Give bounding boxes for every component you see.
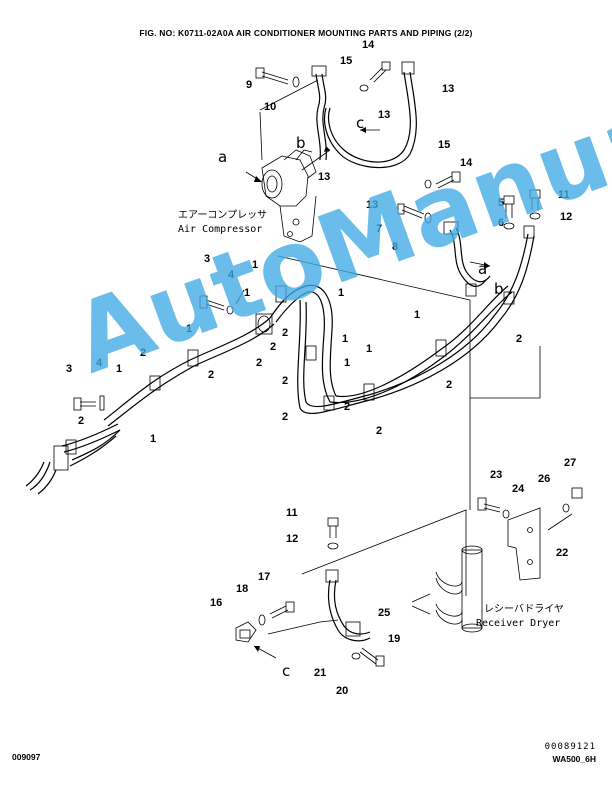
callout-3: 3 (204, 253, 210, 265)
callout-4: 4 (228, 269, 235, 281)
callout-1f: 1 (414, 309, 420, 321)
callout-3b: 3 (66, 363, 72, 375)
callout-2k: 2 (376, 425, 382, 437)
bracket-22 (477, 487, 583, 581)
fasteners-right (503, 189, 541, 230)
callout-2d: 2 (140, 347, 146, 359)
view-letter-b-2: b (494, 280, 504, 298)
callout-2i: 2 (344, 401, 350, 413)
callout-11b: 11 (286, 507, 298, 519)
callout-15: 15 (340, 55, 352, 67)
callout-9: 9 (246, 79, 252, 91)
reference-lines (267, 255, 541, 635)
callout-23: 23 (490, 469, 502, 481)
view-letter-a-2: a (478, 260, 487, 278)
callout-1j: 1 (150, 433, 156, 445)
callout-1d: 1 (186, 323, 192, 335)
callout-15b: 15 (438, 139, 450, 151)
callout-24: 24 (512, 483, 525, 495)
air-compressor-label-jp: エアーコンプレッサ (178, 209, 267, 221)
callout-1h: 1 (116, 363, 122, 375)
callout-1b: 1 (244, 287, 250, 299)
callout-13: 13 (442, 83, 454, 95)
callout-2g: 2 (282, 375, 288, 387)
upper-hose-assembly (245, 61, 461, 189)
callout-2a: 2 (282, 327, 288, 339)
callout-1i: 1 (344, 357, 350, 369)
receiver-dryer-label-en: Receiver Dryer (476, 618, 560, 629)
view-letter-c-2: c (282, 662, 290, 680)
air-compressor-label-en: Air Compressor (178, 224, 262, 235)
callout-14b: 14 (460, 157, 473, 169)
callout-2f: 2 (208, 369, 214, 381)
callout-16: 16 (210, 597, 222, 609)
callout-13d: 13 (366, 199, 378, 211)
callout-2c: 2 (516, 333, 522, 345)
callout-1a: 1 (252, 259, 258, 271)
callout-11: 11 (558, 189, 570, 201)
page-title: FIG. NO: K0711-02A0A AIR CONDITIONER MOU… (139, 28, 473, 38)
callout-13b: 13 (378, 109, 390, 121)
callout-25: 25 (378, 607, 390, 619)
air-compressor (261, 149, 317, 243)
callout-numbers: 14 15 9 10 13 13 15 14 13 13 5 6 11 12 7… (66, 39, 576, 697)
callout-5: 5 (498, 197, 504, 209)
serial-number: 00089121 (544, 742, 596, 752)
callout-18: 18 (236, 583, 248, 595)
callout-19: 19 (388, 633, 400, 645)
callout-1g: 1 (366, 343, 372, 355)
view-letter-a: a (218, 148, 227, 166)
callout-12b: 12 (286, 533, 298, 545)
callout-7: 7 (376, 223, 382, 235)
right-upper-hose (397, 203, 491, 287)
figure-code: 009097 (12, 752, 41, 762)
callout-21: 21 (314, 667, 326, 679)
callout-20: 20 (336, 685, 348, 697)
callout-2h: 2 (446, 379, 452, 391)
callout-22: 22 (556, 547, 568, 559)
callout-6: 6 (498, 217, 504, 229)
view-letter-c: c (356, 114, 364, 132)
callout-2l: 2 (78, 415, 84, 427)
model-code: WA500_6H (552, 754, 596, 764)
callout-1e: 1 (342, 333, 348, 345)
lower-hose (235, 517, 385, 667)
callout-17: 17 (258, 571, 270, 583)
callout-12: 12 (560, 211, 572, 223)
view-letter-b: b (296, 134, 306, 152)
callout-27: 27 (564, 457, 576, 469)
receiver-dryer-label-jp: レシーバドライヤ (484, 603, 564, 615)
callout-1c: 1 (338, 287, 344, 299)
callout-10: 10 (264, 101, 276, 113)
callout-4b: 4 (96, 357, 103, 369)
callout-2e: 2 (256, 357, 262, 369)
main-hose-bundle (25, 225, 535, 495)
receiver-dryer (411, 545, 483, 633)
callout-2b: 2 (270, 341, 276, 353)
callout-26: 26 (538, 473, 550, 485)
callout-13c: 13 (318, 171, 330, 183)
callout-8: 8 (392, 241, 398, 253)
callout-2j: 2 (282, 411, 288, 423)
callout-14: 14 (362, 39, 375, 51)
